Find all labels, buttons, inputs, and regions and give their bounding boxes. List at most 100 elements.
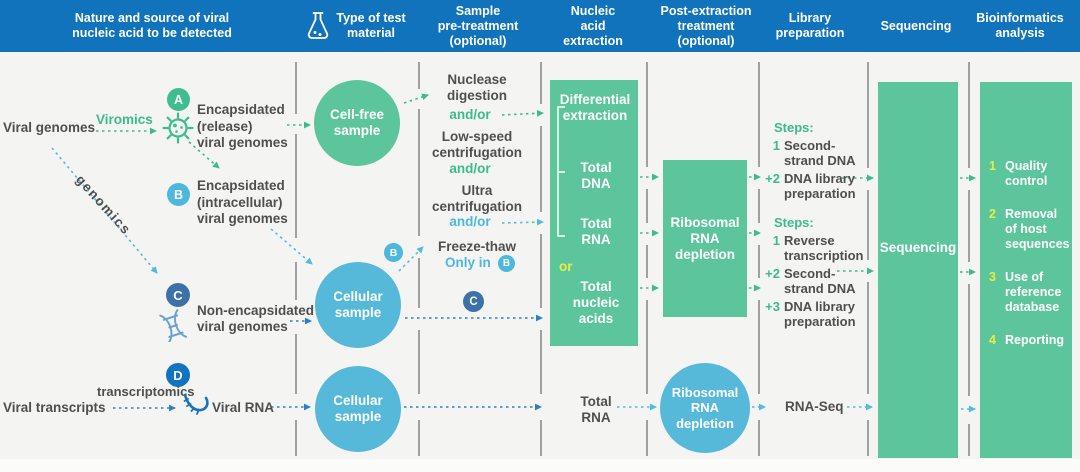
step-item: 1 Second- strand DNA — [762, 138, 856, 169]
cell-free-sample-circle: Cell-free sample — [314, 80, 400, 166]
column-divider — [867, 190, 869, 260]
blue-arrows — [113, 314, 543, 412]
column-divider — [646, 300, 648, 394]
step-number: 4 — [989, 333, 996, 347]
low-speed-centrifugation-label: Low-speed centrifugation — [432, 129, 522, 160]
bioinformatics-step: 3 Use of reference database — [989, 270, 1072, 315]
header-col-source: Nature and source of viral nucleic acid … — [72, 11, 232, 40]
rna-icon — [183, 393, 209, 415]
badge-b: B — [167, 183, 190, 206]
step-text: Second- strand DNA — [784, 265, 856, 297]
column-divider — [646, 245, 648, 278]
step-text: Use of reference database — [1005, 270, 1062, 314]
step-number: +2 — [765, 170, 780, 186]
column-divider — [418, 109, 420, 236]
bioinformatics-step: 1 Quality control — [989, 159, 1072, 189]
header-col-post-extraction: Post-extraction treatment (optional) — [660, 4, 752, 48]
column-divider — [295, 134, 297, 238]
column-divider — [867, 420, 869, 456]
column-divider — [646, 420, 648, 456]
column-divider — [758, 62, 760, 167]
and-or-label-3: and/or — [449, 214, 491, 229]
step-item: 1 Reverse transcription — [762, 232, 864, 264]
total-nucleic-acids-label: Total nucleic acids — [572, 279, 620, 326]
step-text: Second- strand DNA — [784, 137, 856, 169]
header-col-pretreatment: Sample pre-treatment (optional) — [437, 4, 519, 48]
badge-a: A — [167, 88, 190, 111]
step-text: DNA library preparation — [784, 298, 856, 330]
dna-icon — [159, 309, 188, 342]
badge-d: D — [166, 363, 190, 387]
virus-icon — [162, 112, 194, 144]
nuclease-digestion-label: Nuclease digestion — [447, 72, 507, 103]
header-col-library-prep: Library preparation — [775, 11, 845, 40]
and-or-label-2: and/or — [449, 161, 491, 176]
column-divider — [968, 284, 970, 396]
header-col-bioinformatics: Bioinformatics analysis — [976, 11, 1064, 40]
step-number: +2 — [765, 265, 780, 281]
library-prep-steps-group-1: Steps: 1 Second- strand DNA +2 DNA libra… — [762, 120, 856, 202]
badge-b-freeze-thaw-arrow: B — [384, 243, 403, 262]
column-divider — [295, 262, 297, 300]
step-number: +3 — [765, 298, 780, 314]
column-divider — [418, 420, 420, 456]
freeze-thaw-label: Freeze-thaw — [437, 239, 517, 254]
step-number: 1 — [989, 159, 996, 173]
sequencing-box: Sequencing — [878, 82, 958, 458]
library-prep-steps-group-2: Steps: 1 Reverse transcription +2 Second… — [762, 215, 863, 330]
only-in-label: Only in — [445, 255, 491, 270]
step-text: Reporting — [1005, 333, 1065, 347]
badge-c-extraction-arrow: C — [463, 291, 484, 312]
ribosomal-depletion-box: Ribosomal RNA depletion — [663, 160, 747, 317]
step-item: +2 DNA library preparation — [762, 170, 855, 202]
column-divider — [295, 334, 297, 394]
ribosomal-depletion-circle: Ribosomal RNA depletion — [660, 363, 750, 453]
flask-icon — [307, 12, 329, 39]
badge-c: C — [166, 283, 190, 307]
column-divider — [540, 330, 542, 394]
rna-seq-label: RNA-Seq — [785, 399, 844, 414]
header-bar: Nature and source of viral nucleic acid … — [0, 0, 1080, 52]
transcriptomics-label: transcriptomics — [97, 384, 195, 399]
viral-transcripts-label: Viral transcripts — [3, 400, 106, 415]
column-divider — [418, 258, 420, 308]
green-arrows — [96, 93, 976, 292]
column-divider — [758, 189, 760, 223]
cyan-arrows — [51, 147, 976, 413]
column-divider — [968, 424, 970, 456]
bioinformatics-step: 2 Removal of host sequences — [989, 207, 1072, 252]
header-col-test-material: Type of test material — [336, 11, 406, 40]
column-divider — [758, 420, 760, 456]
column-divider — [867, 282, 869, 394]
cellular-sample-circle-1: Cellular sample — [315, 262, 401, 348]
column-divider — [758, 300, 760, 394]
badge-b-only-in: B — [498, 255, 515, 272]
total-rna-label: Total RNA — [580, 216, 612, 247]
column-divider — [646, 62, 648, 167]
extraction-bracket — [557, 106, 565, 237]
step-text: Quality control — [1005, 159, 1048, 188]
column-divider — [540, 126, 542, 212]
column-divider — [968, 190, 970, 262]
column-divider — [646, 189, 648, 223]
encapsidated-intracellular-label: Encapsidated (intracellular) viral genom… — [197, 178, 288, 226]
step-number: 1 — [772, 232, 780, 248]
header-col-extraction: Nucleic acid extraction — [563, 4, 623, 48]
column-divider — [418, 330, 420, 394]
column-divider — [295, 420, 297, 456]
column-divider — [867, 62, 869, 168]
viral-rna-label: Viral RNA — [212, 400, 275, 415]
bioinformatics-step: 4 Reporting — [989, 333, 1072, 348]
step-text: Reverse transcription — [784, 232, 864, 264]
total-rna-bottom-label: Total RNA — [580, 394, 612, 425]
step-number: 1 — [772, 137, 780, 153]
non-encapsidated-label: Non-encapsidated viral genomes — [197, 303, 315, 334]
step-number: 2 — [989, 207, 996, 221]
viromics-label: Viromics — [96, 112, 153, 127]
or-label: or — [559, 259, 573, 274]
cellular-sample-circle-2: Cellular sample — [315, 366, 401, 452]
column-divider — [295, 62, 297, 114]
column-divider — [758, 245, 760, 278]
sequencing-label: Sequencing — [879, 240, 957, 255]
